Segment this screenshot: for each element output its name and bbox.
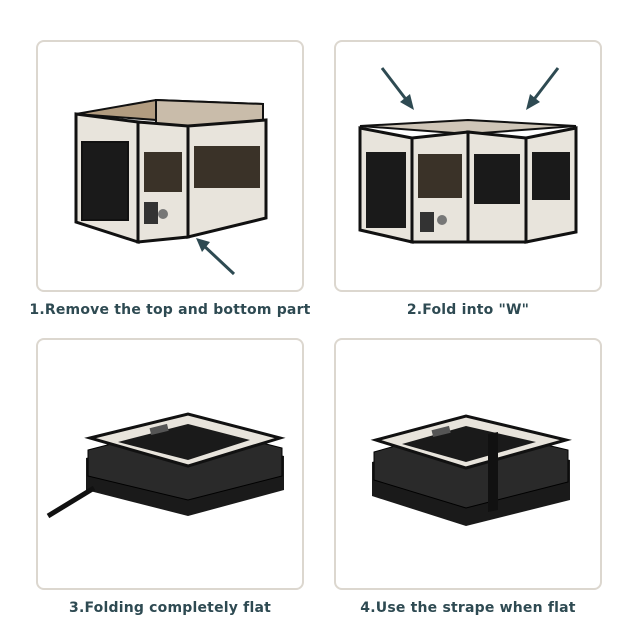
step-4-caption: 4.Use the strape when flat: [360, 600, 576, 616]
step-1-panel: [36, 40, 304, 292]
playpen-open-image: [74, 98, 268, 276]
step-3-caption: 3.Folding completely flat: [69, 600, 271, 616]
arrow-icon: [196, 238, 236, 276]
step-2-panel: [334, 40, 602, 292]
step-3-panel: [36, 338, 304, 590]
playpen-w-fold-image: [358, 67, 578, 244]
step-1-caption: 1.Remove the top and bottom part: [29, 302, 311, 318]
arrow-icon: [526, 67, 560, 110]
step-4-panel: [334, 338, 602, 590]
step-2-caption: 2.Fold into "W": [406, 302, 530, 318]
playpen-strapped-image: [370, 414, 572, 526]
playpen-folded-image: [46, 412, 286, 519]
arrow-icon: [380, 67, 414, 110]
